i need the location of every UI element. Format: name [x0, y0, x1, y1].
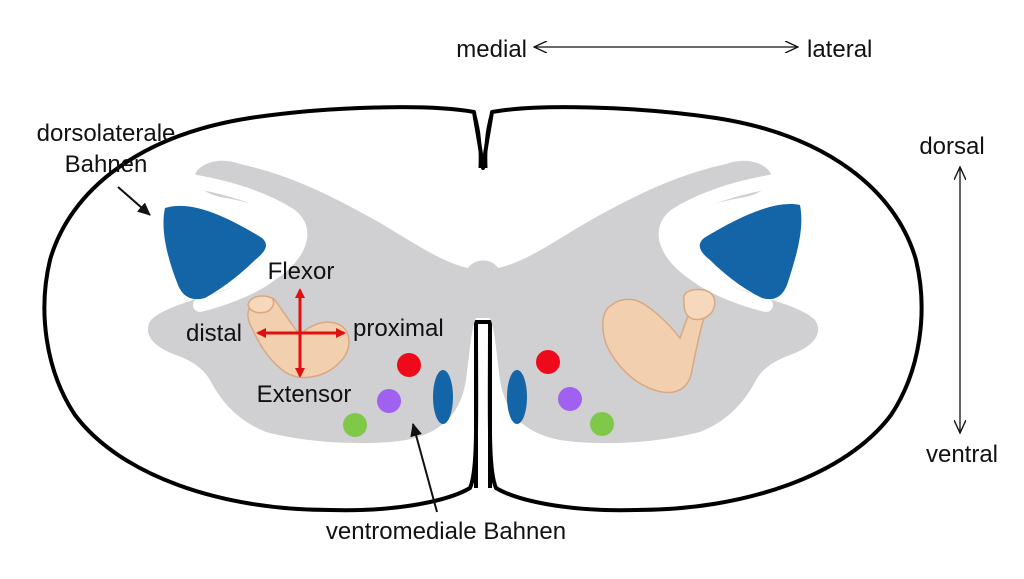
left-dorsal-gap: [165, 171, 308, 312]
right-purple-dot: [558, 387, 582, 411]
extensor-label: Extensor: [257, 381, 352, 408]
left-green-dot: [343, 413, 367, 437]
right-ventromedial-tract: [507, 370, 527, 424]
flexor-label: Flexor: [268, 258, 335, 285]
lateral-label: lateral: [807, 36, 872, 63]
right-dorsolateral-tract: [699, 204, 802, 300]
dorsal-septum: [472, 111, 494, 169]
ventromedial-label: ventromediale Bahnen: [326, 518, 566, 545]
dorsolateral-pointer: [117, 186, 151, 216]
right-arm-icon: [602, 288, 716, 394]
medial-label: medial: [456, 36, 527, 63]
left-ventromedial-tract: [433, 370, 453, 424]
right-green-dot: [590, 412, 614, 436]
left-dorsolateral-tract: [163, 205, 266, 300]
ventromedial-pointer: [410, 423, 438, 513]
right-red-dot: [536, 350, 560, 374]
right-dorsal-gap: [658, 171, 801, 312]
distal-label: distal: [186, 320, 242, 347]
ventral-fissure: [474, 322, 492, 488]
dorsal-label: dorsal: [919, 133, 984, 160]
dorsolateral-label-line2: Bahnen: [65, 151, 148, 178]
proximal-label: proximal: [353, 315, 444, 342]
left-purple-dot: [377, 389, 401, 413]
ventral-label: ventral: [926, 441, 998, 468]
dorsolateral-label-line1: dorsolaterale: [37, 120, 176, 147]
left-red-dot: [397, 353, 421, 377]
